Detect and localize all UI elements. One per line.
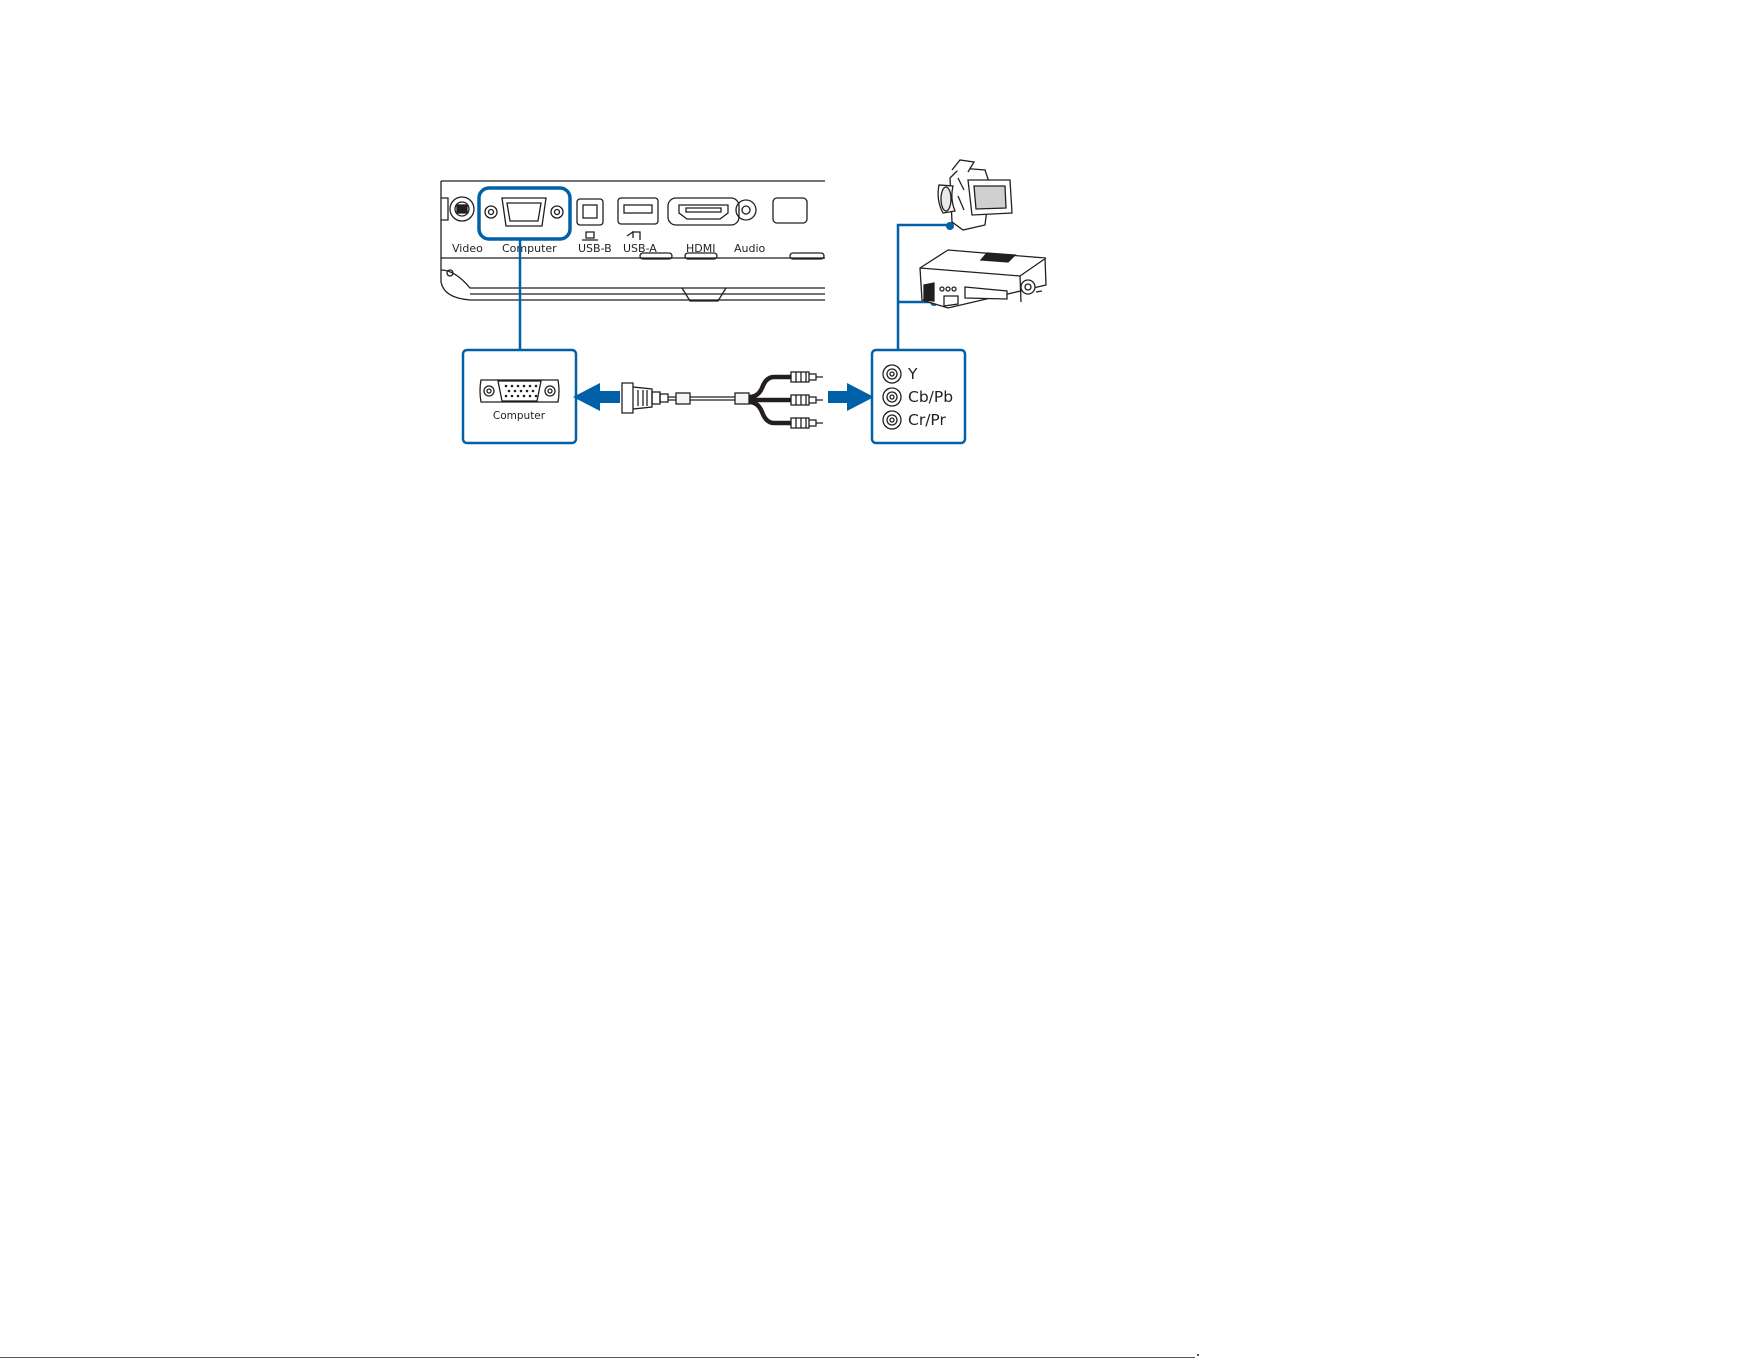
footer-rule <box>0 1357 1195 1358</box>
computer-port-callout: Computer <box>463 350 576 443</box>
port-label-audio: Audio <box>734 242 766 255</box>
usb-a-port-icon <box>618 198 658 240</box>
hdmi-port-icon <box>668 198 739 225</box>
usb-b-port-icon <box>577 199 603 240</box>
jack-label-y: Y <box>907 365 918 383</box>
projector-port-labels: Video Computer USB-B USB-A HDMI Audio <box>452 242 766 255</box>
port-label-computer: Computer <box>502 242 557 255</box>
port-label-usb-b: USB-B <box>578 242 612 255</box>
rca-plug-cb <box>791 395 823 405</box>
computer-port-icon <box>479 188 570 239</box>
vga-to-component-cable-icon <box>622 372 823 428</box>
port-label-video: Video <box>452 242 483 255</box>
callout-label-computer: Computer <box>493 410 546 422</box>
camcorder-icon <box>938 160 1012 230</box>
component-jacks-callout: Y Cb/Pb Cr/Pr <box>872 350 965 443</box>
video-port-icon <box>441 197 474 221</box>
dvd-player-icon <box>920 250 1046 308</box>
arrow-left-icon <box>573 383 620 411</box>
arrow-right-icon <box>828 383 874 411</box>
projector-rear-panel <box>441 181 825 301</box>
jack-label-cr: Cr/Pr <box>908 411 946 429</box>
jack-label-cb: Cb/Pb <box>908 388 953 406</box>
footer-mark <box>1197 1354 1199 1356</box>
port-label-usb-a: USB-A <box>623 242 657 255</box>
port-label-hdmi: HDMI <box>686 242 715 255</box>
rca-plug-y <box>791 372 823 382</box>
rca-plug-cr <box>791 418 823 428</box>
